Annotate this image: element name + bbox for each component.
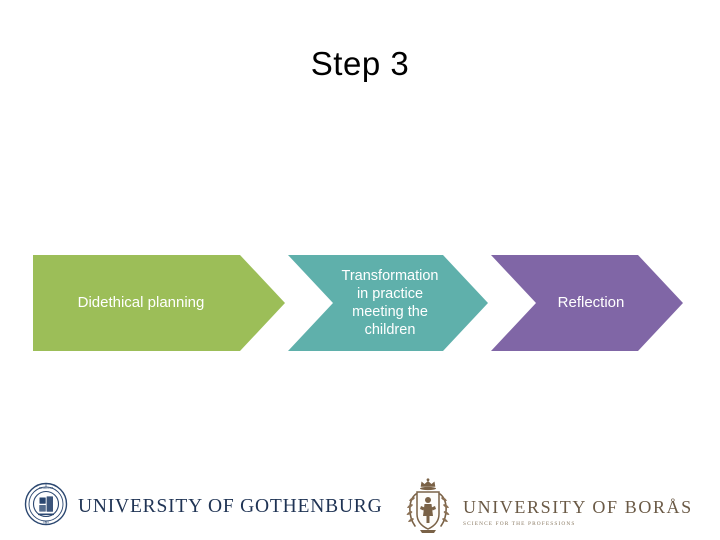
process-step-1-label: Didethical planning — [77, 294, 205, 311]
university-seal-icon: SIGILLUM 1891 — [24, 482, 68, 531]
process-step-3[interactable]: Reflection — [491, 255, 683, 351]
crest-crown-icon — [402, 478, 454, 539]
page-title: Step 3 — [310, 45, 410, 82]
process-step-2[interactable]: Transformation in practice meeting the c… — [288, 255, 488, 351]
logo-boras-tagline: SCIENCE FOR THE PROFESSIONS — [463, 520, 576, 527]
process-diagram: Didethical planning Transformation in pr… — [0, 255, 720, 351]
process-step-2-label: Transformation in practice meeting the c… — [341, 268, 439, 338]
process-step-3-label: Reflection — [557, 294, 625, 311]
svg-text:SIGILLUM: SIGILLUM — [39, 486, 54, 490]
logo-boras-wordmark: UNIVERSITY OF BORÅS — [463, 496, 693, 517]
logo-gothenburg-wordmark: UNIVERSITY OF GOTHENBURG — [78, 495, 383, 517]
logo-gothenburg: SIGILLUM 1891 UNIVERSITY OF GOTHENBURG — [24, 482, 382, 531]
logo-boras: UNIVERSITY OF BORÅS SCIENCE FOR THE PROF… — [402, 478, 693, 539]
process-step-1[interactable]: Didethical planning — [33, 255, 285, 351]
